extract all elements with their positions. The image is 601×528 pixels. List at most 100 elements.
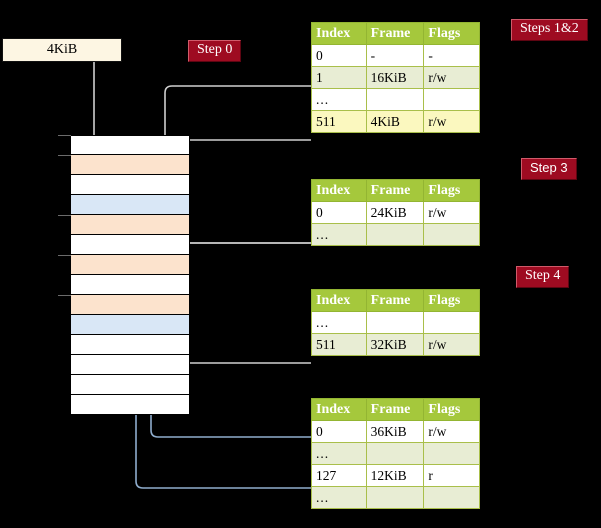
badge-step-4: Step 4 (516, 266, 570, 288)
memory-frame-row (70, 355, 190, 375)
badge-steps-1-2: Steps 1&2 (511, 19, 588, 41)
cell-flags (423, 223, 480, 246)
column-header-index: Index (311, 22, 367, 45)
cell-index: 0 (311, 201, 367, 224)
cell-frame: 32KiB (365, 333, 425, 356)
column-header-flags: Flags (423, 398, 480, 421)
badge-steps-1-2-label: Steps 1&2 (520, 21, 579, 36)
memory-frame-row (70, 195, 190, 215)
cell-frame (365, 311, 425, 334)
cell-index: 1 (311, 66, 367, 89)
frame-tick-mark (58, 295, 71, 296)
memory-frame-stack (70, 135, 190, 415)
cell-flags (423, 88, 480, 111)
cell-flags: r/w (423, 333, 480, 356)
badge-step-0-label: Step 0 (197, 42, 233, 57)
cell-index: 511 (311, 110, 367, 133)
cell-frame (365, 88, 425, 111)
cell-frame: 36KiB (365, 420, 425, 443)
wire-l2-row511-to-frame32k (177, 318, 311, 364)
memory-frame-row (70, 375, 190, 395)
column-header-index: Index (311, 289, 367, 312)
cell-index: ... (311, 442, 367, 465)
table-header-row: Index Frame Flags (311, 398, 480, 421)
badge-step-3: Step 3 (521, 158, 577, 180)
cell-flags: r/w (423, 110, 480, 133)
cell-frame: 24KiB (365, 201, 425, 224)
table-row: ... (311, 223, 480, 246)
wire-l1-row0-to-frame36k (150, 329, 311, 438)
frame-tick-mark (58, 215, 71, 216)
memory-frame-row (70, 255, 190, 275)
cell-frame (365, 223, 425, 246)
badge-step-0: Step 0 (188, 40, 242, 62)
cell-index: 511 (311, 333, 367, 356)
column-header-frame: Frame (365, 398, 425, 421)
column-header-index: Index (311, 398, 367, 421)
cell-flags: - (423, 44, 480, 67)
memory-frame-row (70, 275, 190, 295)
table-header-row: Index Frame Flags (311, 289, 480, 312)
table-row: ... (311, 311, 480, 334)
column-header-frame: Frame (365, 22, 425, 45)
column-header-flags: Flags (423, 289, 480, 312)
frame-tick-mark (58, 155, 71, 156)
badge-step-3-label: Step 3 (530, 160, 568, 175)
memory-frame-row (70, 315, 190, 335)
cell-index: 0 (311, 420, 367, 443)
table-row: ... (311, 486, 480, 509)
frame-tick-mark (58, 135, 71, 136)
table-row: ... (311, 442, 480, 465)
memory-frame-row (70, 235, 190, 255)
memory-frame-row (70, 395, 190, 415)
wire-l1-row127-to-frame12k (135, 209, 311, 489)
cell-flags: r/w (423, 420, 480, 443)
cell-flags (423, 442, 480, 465)
source-size-box: 4KiB (2, 38, 122, 62)
cell-frame (365, 486, 425, 509)
table-header-row: Index Frame Flags (311, 179, 480, 202)
table-header-row: Index Frame Flags (311, 22, 480, 45)
cell-index: ... (311, 486, 367, 509)
wire-l3-branch-to-frame (177, 242, 311, 303)
cell-index: ... (311, 223, 367, 246)
column-header-flags: Flags (423, 179, 480, 202)
cell-frame: 12KiB (365, 464, 425, 487)
cell-flags: r/w (423, 66, 480, 89)
cell-frame: 4KiB (365, 110, 425, 133)
cell-index: 0 (311, 44, 367, 67)
memory-frame-row (70, 155, 190, 175)
cell-flags (423, 486, 480, 509)
memory-frame-row (70, 335, 190, 355)
cell-flags: r (423, 464, 480, 487)
memory-frame-row (70, 135, 190, 155)
memory-frame-row (70, 295, 190, 315)
column-header-index: Index (311, 179, 367, 202)
cell-frame: - (365, 44, 425, 67)
cell-frame: 16KiB (365, 66, 425, 89)
frame-tick-mark (58, 255, 71, 256)
cell-index: ... (311, 88, 367, 111)
cell-flags: r/w (423, 201, 480, 224)
badge-step-4-label: Step 4 (525, 268, 561, 283)
column-header-flags: Flags (423, 22, 480, 45)
cell-flags (423, 311, 480, 334)
memory-frame-row (70, 175, 190, 195)
source-size-label: 4KiB (46, 42, 78, 57)
table-row: ... (311, 88, 480, 111)
